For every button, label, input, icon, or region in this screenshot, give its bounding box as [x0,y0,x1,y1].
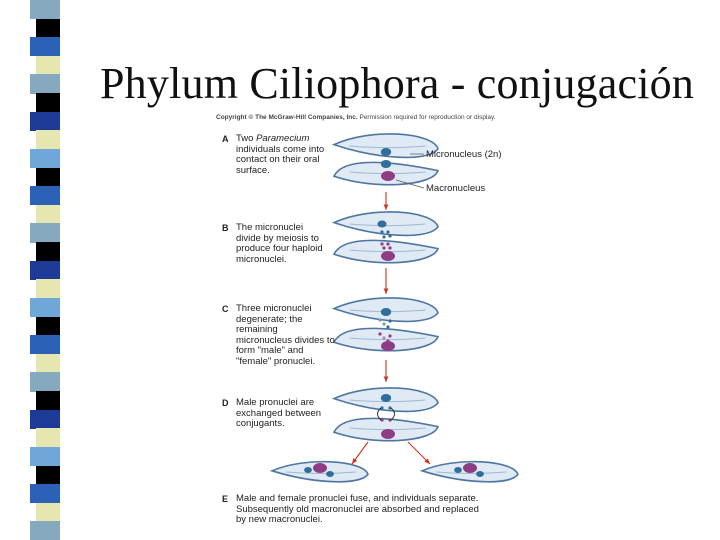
micronucleus [304,467,312,473]
step-caption-d: Male pronuclei are exchanged between con… [236,397,322,429]
macronucleus [381,429,395,439]
oral-groove [349,145,426,149]
pronucleus-dot [382,336,386,340]
pronucleus-dot [378,332,382,336]
step-arrow-head [352,458,358,464]
step-a-caption-post: individuals come into contact on their o… [236,143,325,176]
strip-block [30,186,60,206]
pronucleus-dot [386,242,390,246]
strip-block [30,223,60,243]
strip-block [30,37,60,57]
strip-block [36,167,60,187]
pronucleus-dot [382,246,386,250]
strip-block [30,409,60,429]
strip-block [36,55,60,75]
macronucleus-label: Macronucleus [426,183,486,194]
step-a-caption-pre: Two [236,133,257,144]
strip-block [30,148,60,169]
micronucleus [377,220,387,228]
strip-block [36,465,60,485]
macronucleus [381,341,395,351]
step-a-caption-italic: Paramecium [256,133,310,144]
micronucleus [380,308,392,316]
strip-block [30,74,60,94]
step-arrow-head [383,204,389,210]
micronucleus [326,471,334,477]
pronucleus-dot [388,319,392,323]
step-arrow-head [383,376,389,382]
paramecium-cell [331,133,439,159]
pronucleus-dot [380,230,384,234]
pronucleus-dot [386,325,390,329]
macronucleus [463,463,477,473]
strip-block [36,18,60,38]
oral-groove [349,223,426,227]
strip-block [36,353,60,373]
pronucleus-dot [388,246,392,250]
step-letter-d: D [222,398,229,408]
macronucleus [381,251,395,261]
micronucleus-label: Micronucleus (2n) [426,149,502,160]
micronucleus [380,160,392,168]
strip-block [36,316,60,336]
step-letter-a: A [222,134,229,144]
strip-block [36,93,60,113]
step-letter-b: B [222,223,229,233]
strip-block [36,502,60,522]
macronucleus [313,463,327,473]
copyright-notice: Copyright © The McGraw-Hill Companies, I… [216,114,496,121]
strip-block [30,297,60,318]
pronucleus-dot [388,406,392,410]
micronucleus [454,467,462,473]
step-arrow-head [383,288,389,294]
strip-block [30,0,60,20]
oral-groove [349,337,426,341]
micronucleus [476,471,484,477]
pronucleus-dot [388,418,392,422]
pronucleus-dot [380,418,384,422]
copyright-bold: Copyright © The McGraw-Hill Companies, I… [216,114,358,121]
pronucleus-dot [388,234,392,238]
strip-block [36,428,60,448]
step-letter-c: C [222,304,229,314]
strip-block [36,279,60,299]
strip-block [30,111,60,131]
pronucleus-dot [378,318,382,322]
pronucleus-dot [386,230,390,234]
step-letter-e: E [222,494,229,504]
exchange-arrow [377,407,382,421]
pronucleus-dot [380,242,384,246]
strip-block [36,242,60,262]
strip-block [30,372,60,392]
step-caption-b: The micronuclei divide by meiosis to pro… [236,222,323,265]
step-caption-e: Male and female pronuclei fuse, and indi… [236,493,479,525]
strip-block [36,391,60,411]
oral-groove [286,471,357,474]
strip-block [30,260,60,280]
macronucleus [381,171,395,181]
conjugation-diagram [269,133,519,483]
strip-block [30,521,60,540]
strip-block [36,130,60,150]
strip-block [30,484,60,504]
step-caption-c: Three micronuclei degenerate; the remain… [236,303,335,367]
oral-groove [436,471,507,474]
strip-block [36,204,60,224]
micronucleus [380,394,392,402]
decorative-color-strip [0,0,66,540]
strip-block [30,446,60,466]
micronucleus [380,148,392,156]
exchange-arrow [390,407,395,421]
step-arrow-head [424,458,430,464]
macronucleus-leader [395,179,425,189]
copyright-rest: Permission required for reproduction or … [359,114,496,121]
conjugation-figure: Copyright © The McGraw-Hill Companies, I… [180,108,680,536]
strip-block [30,335,60,355]
pronucleus-dot [380,406,384,410]
pronucleus-dot [382,322,386,326]
pronucleus-dot [388,334,392,338]
step-caption-a: Two Paramecium individuals come into con… [236,133,332,176]
slide-title: Phylum Ciliophora - conjugación [100,59,695,108]
pronucleus-dot [382,235,386,239]
